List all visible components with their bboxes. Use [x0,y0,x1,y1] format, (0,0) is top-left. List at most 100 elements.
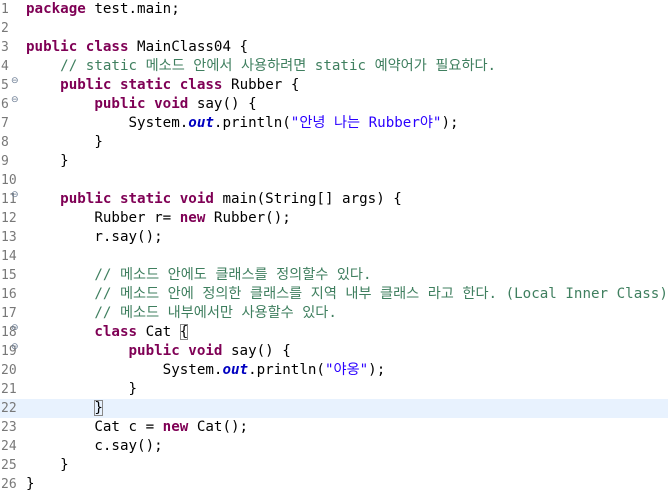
code-line[interactable]: 16 // 메소드 안에 정의한 클래스를 지역 내부 클래스 라고 한다. (… [0,285,668,304]
code-text: ); [368,362,386,378]
line-number: 21 [1,382,17,397]
code-text [26,305,94,321]
line-number: 2 [1,21,9,36]
code-line[interactable]: 20 System.out.println("야옹"); [0,361,668,380]
keyword-token: package [26,1,86,17]
code-text [171,191,180,207]
code-text [146,96,155,112]
code-line[interactable]: 12 Rubber r= new Rubber(); [0,209,668,228]
keyword-token: void [179,191,214,207]
keyword-token: public [60,191,112,207]
code-content: public static class Rubber { [26,76,299,95]
string-literal: "안녕 나는 Rubber야" [290,115,442,131]
code-line[interactable]: 17 // 메소드 내부에서만 사용할수 있다. [0,304,668,323]
line-number: 18 [1,325,17,340]
code-content: // 메소드 안에도 클래스를 정의할수 있다. [26,266,371,285]
code-text: r.say(); [26,229,163,245]
code-text [26,191,60,207]
line-number: 20 [1,363,17,378]
code-line[interactable]: 6⊖ public void say() { [0,95,668,114]
code-line[interactable]: 2 [0,19,668,38]
code-content: // static 메소드 안에서 사용하려면 static 예약어가 필요하다… [26,57,496,76]
code-content: } [26,475,35,494]
code-line[interactable]: 24 c.say(); [0,437,668,456]
keyword-token: class [85,39,129,55]
code-content: package test.main; [26,0,180,19]
code-content: Cat c = new Cat(); [26,418,248,437]
code-line[interactable]: 5⊖ public static class Rubber { [0,76,668,95]
code-line[interactable]: 11⊖ public static void main(String[] arg… [0,190,668,209]
keyword-token: public [60,77,112,93]
code-line[interactable]: 19⊖ public void say() { [0,342,668,361]
static-field-token: out [188,115,214,131]
code-text: Rubber(); [205,210,291,226]
code-content: // 메소드 내부에서만 사용할수 있다. [26,304,337,323]
code-text [26,96,94,112]
static-field-token: out [222,362,249,378]
code-text: .println( [248,362,325,378]
code-text: test.main; [85,1,180,17]
code-line[interactable]: 10 [0,171,668,190]
code-text [180,343,189,359]
matched-bracket: } [94,400,103,416]
code-text: } [26,134,103,150]
code-content: System.out.println("안녕 나는 Rubber야"); [26,114,459,133]
line-number: 24 [1,439,17,454]
code-line[interactable]: 18⊖ class Cat { [0,323,668,342]
code-text: } [26,476,35,492]
code-text: Cat(); [188,419,249,435]
code-content: class Cat { [26,323,189,342]
code-text [26,58,60,74]
line-number: 17 [1,306,17,321]
line-number: 26 [1,477,17,492]
line-number: 6 [1,97,9,112]
code-line[interactable]: 21 } [0,380,668,399]
code-line[interactable]: 4 // static 메소드 안에서 사용하려면 static 예약어가 필요… [0,57,668,76]
code-line[interactable]: 14 [0,247,668,266]
code-text [111,77,120,93]
collapse-fold-icon[interactable]: ⊖ [11,342,19,352]
code-text: Cat [137,324,180,340]
code-content: Rubber r= new Rubber(); [26,209,291,228]
code-text: System. [26,362,223,378]
code-text: c.say(); [26,438,163,454]
code-line[interactable]: 8 } [0,133,668,152]
code-text: Cat c = [26,419,163,435]
code-line[interactable]: 13 r.say(); [0,228,668,247]
matched-bracket: { [179,324,189,340]
code-line[interactable]: 23 Cat c = new Cat(); [0,418,668,437]
collapse-fold-icon[interactable]: ⊖ [11,76,19,86]
code-content: System.out.println("야옹"); [26,361,386,380]
keyword-token: new [162,419,189,435]
code-text: Rubber r= [26,210,180,226]
code-text [26,77,60,93]
comment: // 메소드 안에 정의한 클래스를 지역 내부 클래스 라고 한다. (Loc… [94,286,668,302]
line-number: 12 [1,211,17,226]
keyword-token: void [154,96,189,112]
line-number: 23 [1,420,17,435]
code-text: Rubber { [222,77,300,93]
code-text: System. [26,115,189,131]
code-text: main(String[] args) { [213,191,402,207]
comment: // static 메소드 안에서 사용하려면 static 예약어가 필요하다… [60,58,497,74]
collapse-fold-icon[interactable]: ⊖ [11,95,19,105]
code-text: say() { [188,96,257,112]
code-text: ); [441,115,459,131]
collapse-fold-icon[interactable]: ⊖ [11,190,19,200]
code-text [171,77,180,93]
code-line[interactable]: 22 } [0,399,668,418]
code-line[interactable]: 7 System.out.println("안녕 나는 Rubber야"); [0,114,668,133]
code-content: r.say(); [26,228,163,247]
keyword-token: static [119,77,172,93]
code-line[interactable]: 25 } [0,456,668,475]
code-line[interactable]: 9 } [0,152,668,171]
code-line[interactable]: 15 // 메소드 안에도 클래스를 정의할수 있다. [0,266,668,285]
code-line[interactable]: 26} [0,475,668,494]
collapse-fold-icon[interactable]: ⊖ [11,323,19,333]
line-number: 4 [1,59,9,74]
line-number: 14 [1,249,17,264]
code-content: c.say(); [26,437,163,456]
